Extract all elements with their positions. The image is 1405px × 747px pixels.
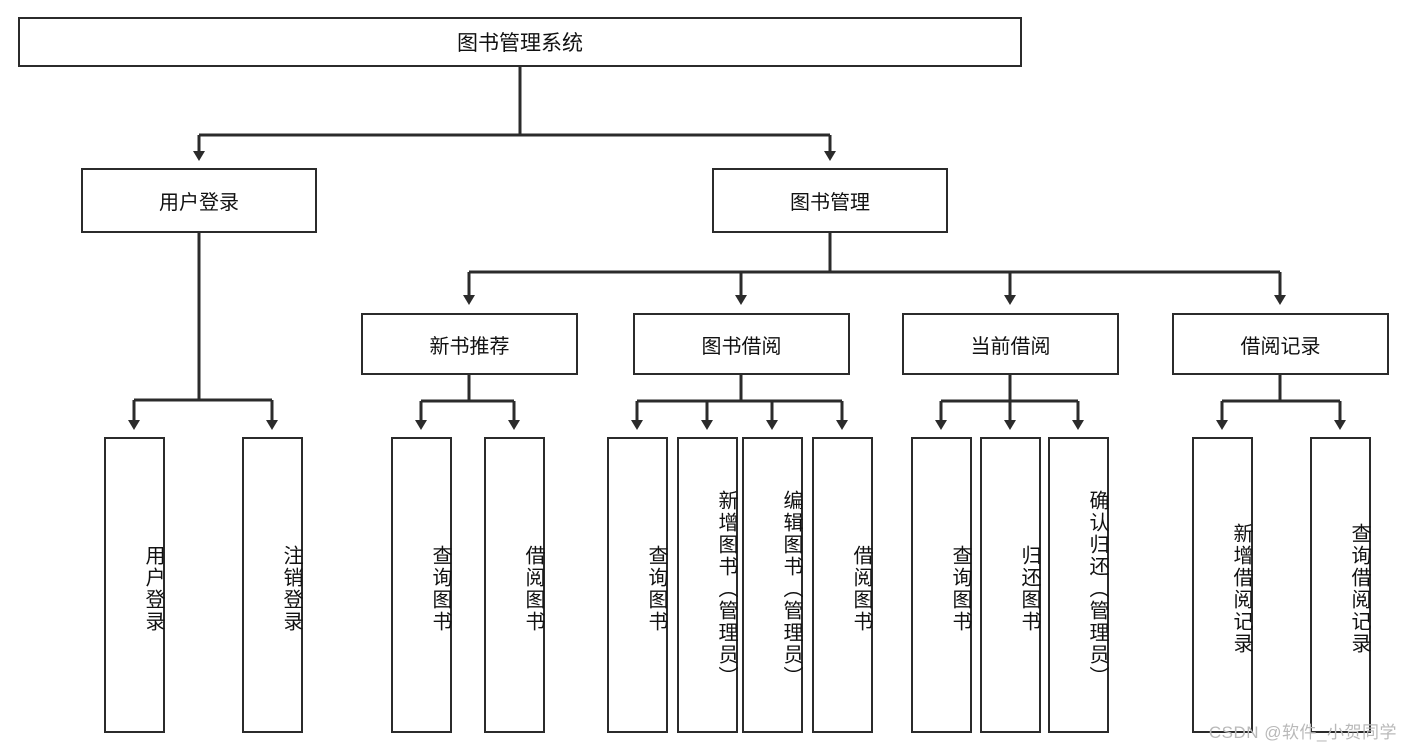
leaf-logout[interactable]: 注销登录 bbox=[242, 437, 303, 733]
node-new-book-recommend[interactable]: 新书推荐 bbox=[361, 313, 578, 375]
leaf-newbooks-borrow-book[interactable]: 借阅图书 bbox=[484, 437, 545, 733]
node-book-management[interactable]: 图书管理 bbox=[712, 168, 948, 233]
leaf-current-return-book[interactable]: 归还图书 bbox=[980, 437, 1041, 733]
leaf-borrow-edit-book[interactable]: 编辑图书（管理员） bbox=[742, 437, 803, 733]
node-current-borrow[interactable]: 当前借阅 bbox=[902, 313, 1119, 375]
node-current-borrow-label: 当前借阅 bbox=[970, 335, 1051, 358]
leaf-logout-label: 注销登录 bbox=[280, 545, 302, 633]
node-root[interactable]: 图书管理系统 bbox=[18, 17, 1022, 67]
leaf-current-query-book-label: 查询图书 bbox=[949, 545, 971, 633]
node-user-login-label: 用户登录 bbox=[159, 192, 239, 214]
leaf-user-login[interactable]: 用户登录 bbox=[104, 437, 165, 733]
leaf-current-return-book-label: 归还图书 bbox=[1018, 545, 1040, 633]
leaf-newbooks-query-book[interactable]: 查询图书 bbox=[391, 437, 452, 733]
node-book-borrow-label: 图书借阅 bbox=[701, 335, 782, 358]
node-root-label: 图书管理系统 bbox=[457, 32, 583, 55]
node-user-login[interactable]: 用户登录 bbox=[81, 168, 317, 233]
leaf-borrow-edit-book-label: 编辑图书（管理员） bbox=[780, 490, 802, 688]
leaf-records-query-record[interactable]: 查询借阅记录 bbox=[1310, 437, 1371, 733]
node-borrow-records-label: 借阅记录 bbox=[1240, 335, 1321, 358]
leaf-borrow-add-book-label: 新增图书（管理员） bbox=[715, 490, 737, 688]
leaf-borrow-query-book-label: 查询图书 bbox=[645, 545, 667, 633]
leaf-newbooks-query-book-label: 查询图书 bbox=[429, 545, 451, 633]
leaf-borrow-borrow-book[interactable]: 借阅图书 bbox=[812, 437, 873, 733]
leaf-current-confirm-return[interactable]: 确认归还（管理员） bbox=[1048, 437, 1109, 733]
leaf-records-query-record-label: 查询借阅记录 bbox=[1348, 523, 1370, 655]
leaf-borrow-add-book[interactable]: 新增图书（管理员） bbox=[677, 437, 738, 733]
node-new-book-recommend-label: 新书推荐 bbox=[429, 335, 510, 358]
leaf-records-add-record[interactable]: 新增借阅记录 bbox=[1192, 437, 1253, 733]
leaf-borrow-borrow-book-label: 借阅图书 bbox=[850, 545, 872, 633]
leaf-borrow-query-book[interactable]: 查询图书 bbox=[607, 437, 668, 733]
leaf-user-login-label: 用户登录 bbox=[142, 545, 164, 633]
node-book-borrow[interactable]: 图书借阅 bbox=[633, 313, 850, 375]
leaf-current-confirm-return-label: 确认归还（管理员） bbox=[1086, 490, 1108, 688]
node-book-management-label: 图书管理 bbox=[790, 192, 870, 214]
node-borrow-records[interactable]: 借阅记录 bbox=[1172, 313, 1389, 375]
leaf-newbooks-borrow-book-label: 借阅图书 bbox=[522, 545, 544, 633]
leaf-records-add-record-label: 新增借阅记录 bbox=[1230, 523, 1252, 655]
leaf-current-query-book[interactable]: 查询图书 bbox=[911, 437, 972, 733]
